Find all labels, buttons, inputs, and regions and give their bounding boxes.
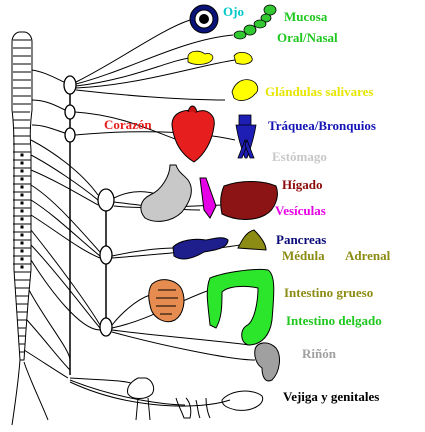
vertebra-dot <box>20 161 24 165</box>
ganglion <box>63 75 77 95</box>
eye-icon <box>189 4 219 34</box>
label-oral-nasal: Oral/Nasal <box>277 30 338 45</box>
label-estomago: Estómago <box>272 149 327 164</box>
vertebra-dot <box>20 217 24 221</box>
label-adrenal: Adrenal <box>345 248 391 263</box>
ganglion <box>99 245 113 265</box>
label-higado: Hígado <box>282 177 322 192</box>
label-traquea-bronquios: Tráquea/Bronquios <box>268 118 376 133</box>
vertebra-dot <box>20 233 24 237</box>
ganglion <box>97 188 115 212</box>
label-corazon: Corazón <box>104 117 152 132</box>
spinal-cord <box>11 31 33 361</box>
vertebra-dot <box>20 153 24 157</box>
label-intestino-grueso: Intestino grueso <box>284 285 373 300</box>
oral-mucosa-icon <box>233 4 277 40</box>
vertebra-dot <box>20 193 24 197</box>
label-vejiga-genitales: Vejiga y genitales <box>283 389 379 404</box>
ganglia <box>63 75 115 337</box>
ganglion <box>64 127 76 143</box>
bladder-genitals-icon <box>127 377 264 421</box>
adrenal-gland-icon <box>237 229 267 251</box>
kidney-icon <box>254 342 280 382</box>
vertebrae-lines <box>13 39 31 353</box>
trachea-bronchi-icon <box>235 114 257 159</box>
small-intestine-icon <box>148 279 185 323</box>
liver-icon <box>220 181 278 220</box>
vertebra-dot <box>20 177 24 181</box>
nerve-fibers <box>11 19 256 426</box>
labels: Ojo Mucosa Oral/Nasal Glándulas salivare… <box>104 4 391 404</box>
heart-icon <box>171 105 215 163</box>
stomach-icon <box>140 164 192 222</box>
ganglion <box>99 317 113 337</box>
ganglion <box>64 104 76 120</box>
label-mucosa: Mucosa <box>284 9 328 24</box>
vertebra-dot <box>20 225 24 229</box>
vertebra-dot <box>20 185 24 189</box>
vertebra-dot <box>20 209 24 213</box>
label-rinon: Riñón <box>302 346 337 361</box>
label-vesiculas: Vesículas <box>275 203 326 218</box>
label-pancreas: Pancreas <box>276 232 326 247</box>
vertebra-dot <box>20 169 24 173</box>
label-ojo: Ojo <box>223 4 244 19</box>
vertebra-dot <box>20 241 24 245</box>
vertebra-dot <box>20 249 24 253</box>
vertebra-dot <box>20 201 24 205</box>
salivary-gland-icon <box>187 50 259 101</box>
gallbladder-icon <box>199 177 217 219</box>
pancreas-icon <box>172 237 229 260</box>
large-intestine-icon <box>206 269 275 346</box>
vertebra-dot <box>20 257 24 261</box>
vertebra-dot <box>20 265 24 269</box>
label-intestino-delgado: Intestino delgado <box>286 313 382 328</box>
label-medula: Médula <box>282 248 325 263</box>
label-glandulas-salivares: Glándulas salivares <box>265 84 373 99</box>
